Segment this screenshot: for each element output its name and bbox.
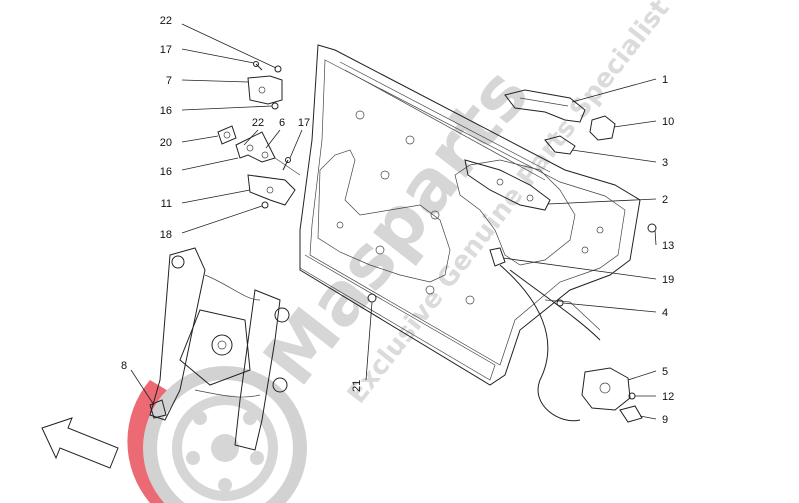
callout-6: 6 [279,117,285,129]
screw-16-upper [271,102,279,110]
callout-8: 8 [121,360,127,372]
callout-2: 2 [662,194,668,206]
callout-18: 20 [160,137,172,149]
screw-17-upper [253,61,263,71]
callout-labels: 22 17 7 16 20 16 11 18 22 6 17 8 1 10 3 … [121,15,674,426]
cap-13 [647,223,657,233]
callout-22: 22 [252,117,264,129]
callout-5: 5 [662,366,668,378]
door-check-6 [235,131,301,176]
door-latch-5 [581,367,631,411]
callout-10: 10 [662,116,674,128]
bolt-21 [274,65,282,73]
callout-21: 22 [160,15,172,27]
hinge-bracket-7 [247,75,283,105]
hinge-bracket-11 [247,174,296,206]
cable-clip-19 [489,247,506,267]
callout-17-lower: 18 [160,229,172,241]
callout-4: 4 [662,307,668,319]
cable-4 [499,264,601,422]
callout-3: 3 [662,157,668,169]
watermark-logo-icon [127,366,307,503]
callout-20: 21 [351,380,363,392]
callout-16-left: 16 [160,105,172,117]
callout-7: 7 [166,75,172,87]
rear-door-shell [299,44,641,386]
grommet-18 [217,125,237,145]
leader-lines [130,23,657,420]
window-regulator-8 [149,247,290,451]
screw-16-lower [282,157,291,171]
outer-handle-1 [504,89,586,123]
callout-1: 1 [662,74,668,86]
callout-12: 12 [662,391,674,403]
handle-cap-10 [589,115,616,141]
callout-15: 16 [160,166,172,178]
front-direction-arrow-icon [41,417,119,469]
callout-16-right: 17 [298,117,310,129]
inner-lock-link-2 [464,159,551,211]
callout-9: 9 [662,414,668,426]
screw-17-lower [261,201,269,209]
callout-17-upper: 17 [160,44,172,56]
cover-9 [619,405,643,423]
callout-13: 13 [662,240,674,252]
callout-19: 19 [662,274,674,286]
callout-11: 11 [161,198,172,210]
